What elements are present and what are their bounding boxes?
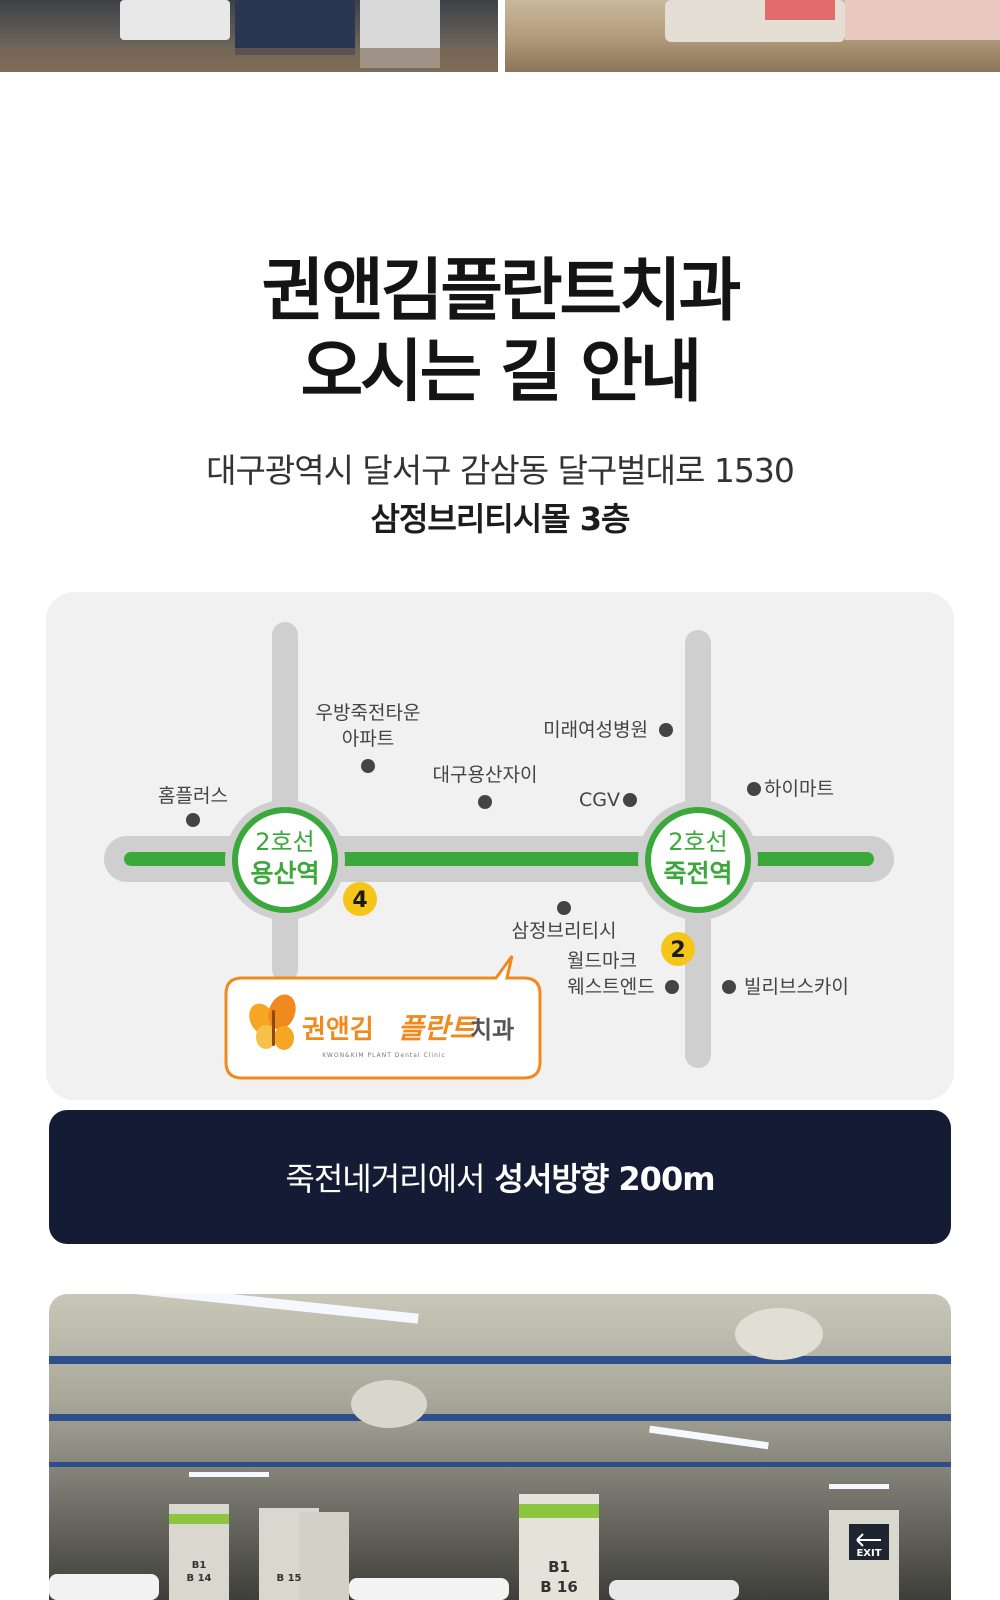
landmark-worldmark-1: 월드마크 <box>567 950 637 972</box>
car-2 <box>349 1578 509 1600</box>
chair-cushion-shape <box>765 0 835 20</box>
address-line1: 대구광역시 달서구 감삼동 달구벌대로 1530 <box>206 451 795 490</box>
sign-b15: B 15 <box>276 1573 301 1584</box>
exit-arrow-icon <box>856 1533 881 1547</box>
station-left-name: 용산역 <box>250 859 319 888</box>
landmark-homeplus: 홈플러스 <box>158 785 228 807</box>
page-title-line1: 권앤김플란트치과 <box>261 252 741 331</box>
ceiling-light-3 <box>189 1472 269 1477</box>
landmark-samjeong-dot <box>557 901 571 915</box>
clinic-interior-photo-left <box>0 0 498 72</box>
parking-garage-photo: B1 B 14 B 15 B1 B 16 EXIT <box>49 1294 951 1600</box>
exit-sign-text: EXIT <box>856 1548 881 1559</box>
landmark-woobang-dot <box>361 759 375 773</box>
sign-b14: B 14 <box>186 1573 211 1584</box>
sign-b16: B 16 <box>540 1578 578 1596</box>
landmark-billy-dot <box>722 980 736 994</box>
station-left-line: 2호선 <box>255 828 314 856</box>
exit-2-label: 2 <box>670 938 685 963</box>
directions-emphasis: 성서방향 200m <box>494 1160 716 1198</box>
clinic-callout-box <box>224 955 542 1080</box>
station-right-line: 2호선 <box>668 828 727 856</box>
clinic-logo-text-1: 권앤김 <box>302 1015 374 1045</box>
pillar-1-stripe <box>169 1514 229 1524</box>
sign-b1-left: B1 <box>192 1560 207 1571</box>
landmark-daegu-yongsan: 대구용산자이 <box>433 764 538 786</box>
landmark-samjeong: 삼정브리티시 <box>512 920 617 942</box>
landmark-worldmark-2: 웨스트엔드 <box>567 976 654 998</box>
landmark-woobang-2: 아파트 <box>342 728 394 750</box>
directions-banner: 죽전네거리에서 성서방향 200m <box>49 1110 951 1244</box>
page-title-line2: 오시는 길 안내 <box>300 333 703 412</box>
ceiling-light-1 <box>119 1294 419 1324</box>
landmark-billy: 빌리브스카이 <box>744 976 849 998</box>
ventilation-fan-1 <box>351 1380 427 1428</box>
ceiling-light-2 <box>649 1425 769 1450</box>
station-right-name: 죽전역 <box>663 859 732 888</box>
car-3 <box>609 1580 739 1600</box>
dental-chair-shape <box>235 0 355 55</box>
station-right-ring <box>645 807 751 913</box>
clinic-logo-subtitle: KWON&KIM PLANT Dental Clinic <box>322 1052 446 1059</box>
clinic-logo-text-2: 플란트 <box>398 1012 478 1045</box>
butterfly-logo-icon <box>249 994 296 1050</box>
landmark-mirae: 미래여성병원 <box>543 719 648 741</box>
address-line2: 삼정브리티시몰 3층 <box>370 500 631 538</box>
exit-sign-box <box>849 1524 889 1560</box>
station-left-ring <box>232 807 338 913</box>
landmark-woobang-1: 우방죽전타운 <box>316 702 421 724</box>
landmark-haimart-dot <box>747 782 761 796</box>
pillar-3 <box>299 1512 349 1600</box>
location-map: 2호선 용산역 2호선 죽전역 4 2 홈플러스 우방죽전타운 아파트 대구용산… <box>46 592 954 1100</box>
ceiling-pipe-2 <box>49 1414 951 1421</box>
car-1 <box>49 1574 159 1600</box>
ceiling-light-4 <box>829 1484 889 1489</box>
ceiling-pipe-1 <box>49 1356 951 1364</box>
ventilation-fan-2 <box>735 1308 823 1360</box>
clinic-interior-photo-right <box>505 0 1000 72</box>
parking-photo-drawing: B1 B 14 B 15 B1 B 16 EXIT <box>49 1294 951 1600</box>
floor-shape <box>0 48 498 72</box>
landmark-cgv: CGV <box>579 789 620 811</box>
sign-b1-center: B1 <box>548 1558 570 1576</box>
landmark-cgv-dot <box>623 793 637 807</box>
directions-prefix: 죽전네거리에서 <box>285 1160 485 1198</box>
exit-4-badge <box>343 882 377 916</box>
clinic-logo-text-3: 치과 <box>470 1016 514 1044</box>
map-drawing: 2호선 용산역 2호선 죽전역 4 2 홈플러스 우방죽전타운 아파트 대구용산… <box>104 622 894 1080</box>
pillar-center-stripe <box>519 1504 599 1518</box>
exit-4-label: 4 <box>352 888 367 913</box>
wall-shape <box>845 0 1000 40</box>
exit-2-badge <box>661 932 695 966</box>
landmark-mirae-dot <box>659 723 673 737</box>
landmark-worldmark-dot <box>665 980 679 994</box>
landmark-homeplus-dot <box>186 813 200 827</box>
ceiling-pipe-3 <box>49 1462 951 1467</box>
landmark-daegu-yongsan-dot <box>478 795 492 809</box>
dental-unit-shape <box>120 0 230 40</box>
landmark-haimart: 하이마트 <box>764 778 834 800</box>
